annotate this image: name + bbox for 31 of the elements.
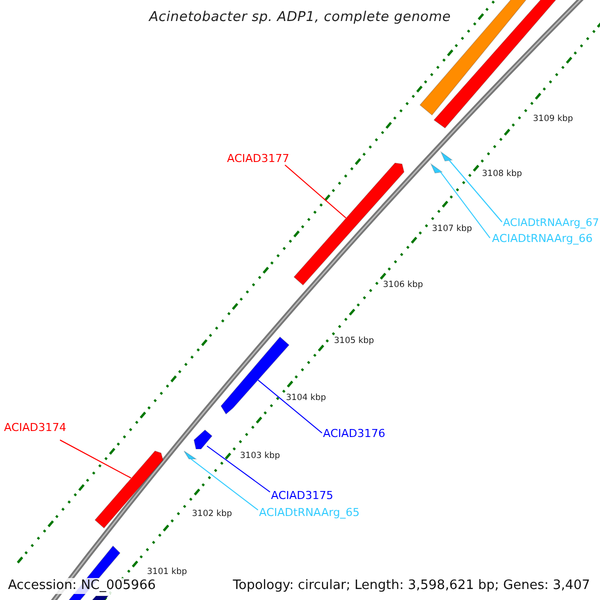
scale-label: 3107 kbp	[432, 224, 472, 234]
gene-feature	[431, 164, 442, 173]
gene-label: ACIADtRNAArg_66	[492, 232, 593, 245]
scale-label: 3109 kbp	[533, 114, 574, 124]
leader-line	[448, 160, 502, 222]
gene-label: ACIADtRNAArg_67	[503, 217, 600, 230]
gene-label: ACIAD3175	[271, 489, 334, 502]
scale-label: 3104 kbp	[286, 393, 326, 403]
leader-line	[206, 446, 270, 492]
gene-label: ACIAD3176	[323, 427, 386, 440]
scale-label: 3106 kbp	[383, 280, 424, 290]
leader-line	[284, 164, 346, 218]
genome-info: Accession: NC_005966	[8, 578, 156, 594]
genome-info: Topology: circular; Length: 3,598,621 bp; Genes: 3,407	[232, 578, 590, 594]
leader-line	[190, 458, 258, 510]
scale-label: 3108 kbp	[482, 169, 522, 179]
gene-feature	[184, 451, 196, 459]
scale-label: 3103 kbp	[240, 451, 280, 461]
scale-label: 3105 kbp	[334, 336, 374, 346]
scale-label: 3101 kbp	[147, 567, 188, 577]
gene-label: ACIADtRNAArg_65	[259, 506, 360, 519]
leader-line	[258, 380, 322, 434]
gene-label: ACIAD3174	[4, 421, 66, 434]
leader-line	[60, 440, 132, 478]
leader-line	[438, 170, 490, 238]
gene-feature	[194, 430, 212, 449]
diagram-title: Acinetobacter sp. ADP1, complete genome	[148, 9, 452, 25]
gene-label: ACIAD3177	[227, 152, 290, 165]
gene-feature	[441, 152, 452, 161]
gene-feature	[95, 451, 163, 528]
scale-label: 3102 kbp	[192, 509, 232, 519]
